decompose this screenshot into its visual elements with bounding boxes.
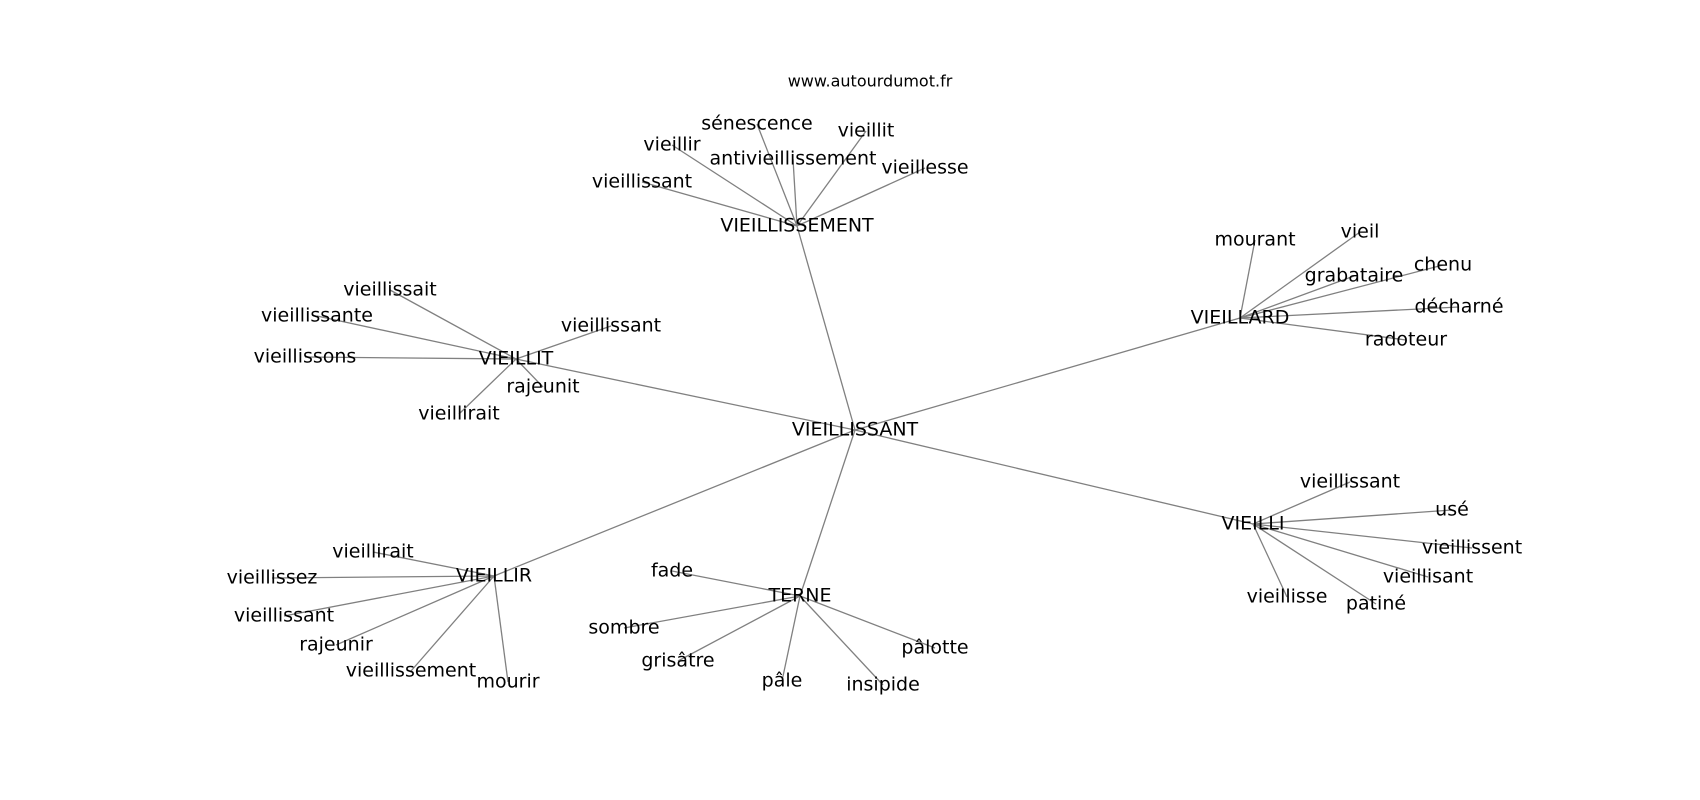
leaf-word[interactable]: patiné (1346, 593, 1406, 615)
leaf-word[interactable]: antivieillissement (710, 148, 877, 170)
leaf-word[interactable]: vieillisse (1247, 586, 1328, 608)
leaf-word[interactable]: pâlotte (901, 637, 968, 659)
leaf-word[interactable]: vieillissement (346, 660, 477, 682)
leaf-word[interactable]: vieillissait (343, 279, 437, 301)
leaf-word[interactable]: vieillirait (418, 403, 500, 425)
leaf-word[interactable]: vieillissant (234, 605, 334, 627)
leaf-word[interactable]: vieil (1341, 221, 1380, 243)
leaf-word[interactable]: chenu (1414, 254, 1472, 276)
edge-hub-leaf (796, 130, 867, 227)
edge-hub-leaf (1252, 509, 1453, 525)
leaf-word[interactable]: grabataire (1305, 265, 1404, 287)
edge-hub-leaf (372, 551, 495, 577)
leaf-word[interactable]: vieillissant (592, 171, 692, 193)
leaf-word[interactable]: rajeunir (299, 634, 373, 656)
edge-hub-leaf (799, 595, 884, 686)
leaf-word[interactable]: pâle (762, 670, 803, 692)
edge-hub-leaf (1239, 306, 1460, 319)
edge-hub-leaf (1239, 231, 1361, 319)
leaf-word[interactable]: mourir (476, 671, 539, 693)
leaf-word[interactable]: fade (651, 560, 693, 582)
site-url: www.autourdumot.fr (788, 72, 953, 91)
leaf-word[interactable]: vieillisant (1383, 566, 1473, 588)
edge-hub-leaf (781, 595, 801, 682)
graph-edges (271, 123, 1473, 686)
leaf-word[interactable]: vieillissante (261, 305, 373, 327)
leaf-word[interactable]: mourant (1214, 229, 1295, 251)
edge-hub-leaf (1239, 239, 1256, 319)
edge-root-hub (854, 429, 1254, 525)
edge-hub-leaf (796, 167, 926, 227)
edge-hub-leaf (1252, 523, 1473, 549)
edge-hub-leaf (623, 595, 801, 629)
leaf-word[interactable]: vieillissez (227, 567, 318, 589)
edge-hub-leaf (1252, 481, 1351, 525)
edge-hub-leaf (756, 123, 798, 227)
edge-hub-leaf (283, 575, 495, 617)
edge-hub-leaf (1252, 523, 1429, 578)
edge-hub-leaf (799, 595, 936, 649)
edge-hub-leaf (458, 358, 517, 415)
leaf-word[interactable]: vieillissant (1300, 471, 1400, 493)
hub-word[interactable]: VIEILLIT (479, 348, 554, 370)
leaf-word[interactable]: sombre (588, 617, 659, 639)
edge-root-hub (515, 358, 856, 431)
edge-hub-leaf (304, 356, 517, 360)
edge-hub-leaf (792, 158, 798, 227)
leaf-word[interactable]: insipide (846, 674, 920, 696)
edge-hub-leaf (1252, 523, 1288, 598)
edge-root-hub (854, 317, 1241, 431)
edge-hub-leaf (271, 575, 495, 579)
hub-word[interactable]: VIEILLARD (1191, 307, 1290, 329)
edge-hub-leaf (389, 289, 517, 360)
leaf-word[interactable]: rajeunit (506, 376, 579, 398)
leaf-word[interactable]: usé (1435, 499, 1469, 521)
edge-hub-leaf (1239, 275, 1355, 319)
hub-word[interactable]: TERNE (767, 585, 831, 607)
edge-root-hub (796, 225, 856, 431)
leaf-word[interactable]: vieillissant (561, 315, 661, 337)
leaf-word[interactable]: vieillissent (1422, 537, 1522, 559)
edge-hub-leaf (515, 358, 544, 388)
leaf-word[interactable]: sénescence (701, 113, 813, 135)
edge-hub-leaf (493, 575, 509, 683)
leaf-word[interactable]: vieillit (838, 120, 895, 142)
edge-hub-leaf (677, 595, 801, 662)
edge-root-hub (493, 429, 856, 577)
leaf-word[interactable]: vieillir (643, 134, 700, 156)
edge-hub-leaf (515, 325, 612, 360)
leaf-word[interactable]: vieillesse (881, 157, 968, 179)
edge-hub-leaf (1239, 317, 1407, 341)
edge-hub-leaf (671, 570, 801, 597)
graph-labels: www.autourdumot.fr VIEILLISSANT VIEILLISS… (227, 72, 1523, 696)
edge-hub-leaf (641, 181, 798, 227)
hub-word[interactable]: VIEILLI (1222, 513, 1285, 535)
edge-hub-leaf (316, 315, 517, 360)
leaf-word[interactable]: radoteur (1365, 329, 1447, 351)
leaf-word[interactable]: décharné (1414, 296, 1503, 318)
edge-hub-leaf (1239, 264, 1444, 319)
hub-word[interactable]: VIEILLIR (456, 565, 532, 587)
edge-hub-leaf (410, 575, 495, 672)
edge-root-hub (799, 429, 856, 597)
hub-word[interactable]: VIEILLISSEMENT (720, 215, 874, 237)
edge-hub-leaf (1252, 523, 1377, 605)
leaf-word[interactable]: vieillirait (332, 541, 414, 563)
leaf-word[interactable]: grisâtre (641, 650, 714, 672)
edge-hub-leaf (335, 575, 495, 646)
leaf-word[interactable]: vieillissons (254, 346, 357, 368)
root-word[interactable]: VIEILLISSANT (792, 419, 919, 441)
edge-hub-leaf (671, 144, 798, 227)
